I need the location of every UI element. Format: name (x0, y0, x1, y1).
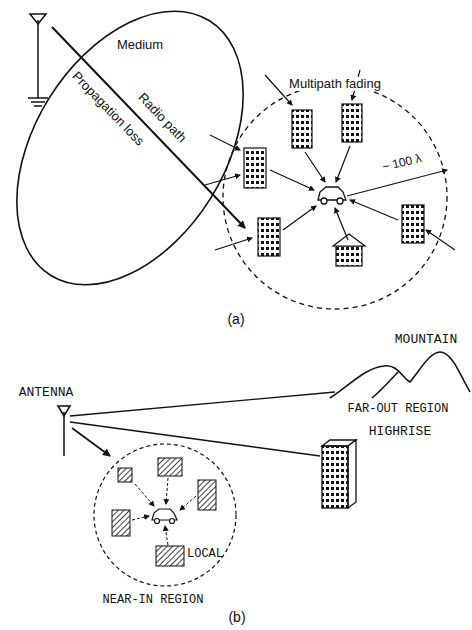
local-arrows-part (180, 496, 196, 510)
antenna-symbol-part (28, 97, 48, 99)
local-circle-outline (93, 443, 237, 587)
region-label: LOCAL (187, 548, 223, 561)
multipath-circle: Multipath fading~ 100 λ (222, 84, 448, 310)
multipath-arrows-part (336, 146, 350, 182)
building-label: HIGHRISE (369, 425, 431, 439)
building-group-part (402, 205, 424, 243)
car-symbol-part (337, 198, 343, 204)
local-arrows-part (132, 516, 149, 520)
building-group-part (292, 110, 312, 148)
car-symbol-part (170, 519, 175, 524)
radius-line (347, 170, 447, 196)
antenna-symbol-part (34, 105, 42, 107)
multipath-circle-outline (222, 84, 448, 310)
local-circle-outline-part (94, 444, 236, 586)
local-arrows (132, 478, 196, 545)
horizon-line (70, 392, 335, 416)
car-symbol-part (321, 198, 327, 204)
region-label: Medium (117, 38, 163, 52)
local-buildings-part (198, 480, 216, 510)
building-group-part (333, 234, 365, 246)
region-label: Multipath fading (287, 77, 383, 91)
region-label: FAR-OUT REGION (348, 403, 449, 416)
multipath-arrows-part (350, 200, 398, 220)
multipath-arrows-part (335, 208, 348, 240)
highrise-building (322, 440, 356, 508)
building-group-part (244, 148, 266, 188)
antenna-symbol (28, 14, 48, 106)
local-arrows-part (166, 478, 168, 504)
antenna-symbol (58, 406, 70, 456)
multipath-arrows-part (270, 170, 314, 190)
local-buildings-part (112, 510, 130, 536)
multipath-arrows-part (215, 238, 252, 250)
mountain-label: MOUNTAIN (395, 333, 457, 347)
building-group (244, 104, 424, 266)
car-symbol (152, 509, 177, 524)
mountain-symbol (330, 352, 470, 398)
multipath-arrows-part (305, 152, 325, 182)
antenna-symbol-part (37, 20, 39, 98)
local-buildings-part (118, 468, 132, 482)
antenna-symbol-part (31, 101, 45, 103)
antenna-symbol-part (30, 14, 46, 24)
multipath-circle-outline-part (223, 85, 447, 309)
near-path-arrow (72, 428, 110, 456)
local-buildings-part (158, 458, 182, 476)
mountain-symbol-part (372, 372, 398, 398)
multipath-arrows-part (283, 206, 316, 230)
medium-ellipse-outline-part (0, 0, 290, 326)
antenna-symbol-part (63, 412, 65, 456)
path-label: Propagation loss (69, 69, 147, 149)
local-arrows-part (135, 484, 154, 506)
highrise-building-part (322, 446, 348, 508)
local-arrows-part (165, 526, 168, 545)
antenna-symbol-part (58, 406, 70, 416)
panel-label: (b) (228, 610, 245, 625)
car-symbol-part (155, 519, 160, 524)
antenna-label: ANTENNA (19, 386, 74, 400)
dimension-label: ~ 100 λ (381, 152, 423, 174)
region-label: NEAR-IN REGION (103, 594, 204, 607)
local-buildings-part (156, 546, 184, 566)
medium-ellipse: MediumRadio pathPropagation loss (5, 5, 263, 295)
mountain-symbol-part (330, 352, 470, 398)
building-group-part (336, 246, 362, 266)
local-circle: LOCALNEAR-IN REGION (93, 443, 237, 587)
car-symbol (318, 187, 346, 204)
building-group-part (342, 104, 362, 142)
building-group-part (258, 218, 280, 256)
panel-label: (a) (227, 312, 244, 327)
highrise-building-part (348, 440, 356, 508)
